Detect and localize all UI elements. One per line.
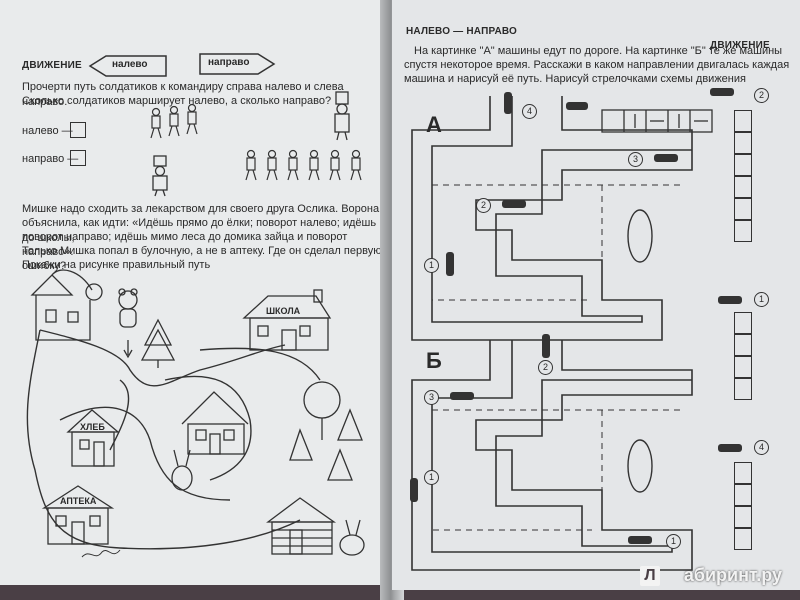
- right-task-line1: На картинке "А" машины едут по дороге. Н…: [414, 45, 783, 57]
- strip1-cell[interactable]: [734, 198, 752, 220]
- forest-icon: [289, 381, 363, 481]
- label-right-count: направо —: [22, 153, 79, 165]
- school-sign: ШКОЛА: [266, 306, 301, 316]
- donkey-house-icon: [30, 269, 103, 341]
- car-a2top-icon: [566, 102, 588, 110]
- right-title: НАЛЕВО — НАПРАВО: [406, 26, 518, 37]
- soldiers-left-icon: [150, 103, 198, 139]
- cars-icon: [410, 88, 742, 544]
- soldiers-right-icon: [245, 149, 362, 181]
- rabbit-house-icon: [181, 391, 249, 455]
- strip2-cell[interactable]: [734, 356, 752, 378]
- car-number-1-b: 1: [424, 470, 439, 485]
- left-page: ДВИЖЕНИЕ: [0, 0, 388, 585]
- rabbit-icon: [171, 449, 193, 491]
- car-b1-icon: [410, 478, 418, 502]
- watermark-text: абиринт.ру: [683, 565, 782, 585]
- left-header: ДВИЖЕНИЕ: [22, 60, 82, 71]
- car-number-1: 1: [424, 258, 439, 273]
- car-number-2: 2: [476, 198, 491, 213]
- car-number-2-strip: 2: [754, 88, 769, 103]
- commander-icon-2: [152, 155, 168, 197]
- car-b-right-icon: [718, 296, 742, 304]
- strip3-cell[interactable]: [734, 462, 752, 484]
- labirint-logo-icon: Л: [640, 566, 660, 586]
- car-b4-icon: [628, 536, 652, 544]
- car-number-1-b2: 1: [666, 534, 681, 549]
- direction-strip-icon: [601, 109, 713, 133]
- pharmacy-building-icon: [41, 485, 115, 545]
- strip2-cell[interactable]: [734, 378, 752, 400]
- strip1-cell[interactable]: [734, 176, 752, 198]
- school-building-icon: [242, 289, 332, 351]
- task2-line3: поворот направо; идёшь мимо леса до доми…: [22, 231, 348, 258]
- right-header: ДВИЖЕНИЕ: [710, 40, 770, 51]
- road-b-dashes-icon: [431, 409, 682, 531]
- car-number-4: 4: [522, 104, 537, 119]
- signature-icon: [81, 549, 121, 558]
- strip3-cell[interactable]: [734, 484, 752, 506]
- island-a-icon: [627, 209, 653, 263]
- strip3-cell[interactable]: [734, 528, 752, 550]
- task1-line1: Прочерти путь солдатиков к командиру спр…: [22, 81, 344, 108]
- sign-right-label: направо: [208, 57, 250, 68]
- sign-left-label: налево: [112, 59, 148, 70]
- pharmacy-sign: АПТЕКА: [60, 496, 97, 506]
- log-cabin-icon: [266, 497, 337, 555]
- car-number-3: 3: [628, 152, 643, 167]
- car-a2-icon: [502, 200, 526, 208]
- strip1-cell[interactable]: [734, 110, 752, 132]
- car-number-2-b: 2: [538, 360, 553, 375]
- car-a1-icon: [446, 252, 454, 276]
- answer-box-left[interactable]: [70, 122, 86, 138]
- car-b2-icon: [542, 334, 550, 358]
- car-a4-icon: [504, 92, 512, 114]
- right-arrow-sign-icon: [199, 53, 276, 75]
- bakery-sign: ХЛЕБ: [80, 422, 105, 432]
- car-number-4-strip: 4: [754, 440, 769, 455]
- task2-line2: объяснила, как идти: «Идёшь прямо до ёлк…: [22, 217, 377, 244]
- island-b-icon: [627, 439, 653, 493]
- answer-box-right[interactable]: [70, 150, 86, 166]
- donkey-icon: [339, 519, 365, 556]
- strip2-cell[interactable]: [734, 312, 752, 334]
- car-b-right2-icon: [718, 444, 742, 452]
- fir-tree-icon: [140, 318, 176, 368]
- car-a3-icon: [654, 154, 678, 162]
- task1-line2: Сколько солдатиков марширует налево, а с…: [22, 95, 332, 107]
- strip3-cell[interactable]: [734, 506, 752, 528]
- strip1-cell[interactable]: [734, 220, 752, 242]
- task2-line4: Только Мишка попал в булочную, а не в ап…: [22, 245, 382, 272]
- right-task-line2: спустя некоторое время. Расскажи в каком…: [404, 59, 790, 71]
- label-left-count: налево —: [22, 125, 73, 137]
- task2-line1: Мишке надо сходить за лекарством для сво…: [22, 203, 380, 215]
- left-illustrations: [26, 53, 365, 558]
- maze-path-icon: [26, 329, 321, 550]
- commander-icon: [334, 91, 350, 141]
- car-number-3-b: 3: [424, 390, 439, 405]
- left-arrow-sign-icon: [88, 55, 167, 77]
- car-a-right-icon: [710, 88, 734, 96]
- strip2-cell[interactable]: [734, 334, 752, 356]
- car-b3-icon: [450, 392, 474, 400]
- bakery-building-icon: [66, 409, 120, 467]
- right-page: НАЛЕВО — НАПРАВО ДВИЖЕНИЕ На картинке "А…: [392, 0, 800, 590]
- map-label-a: А: [426, 112, 442, 137]
- task2-line5: Покажи на рисунке правильный путь: [22, 259, 211, 271]
- road-map-a-icon: [411, 96, 693, 341]
- strip1-cell[interactable]: [734, 132, 752, 154]
- road-map-b-icon: [411, 340, 693, 571]
- right-task-line3: машина и нарисуй её путь. Нарисуй стрело…: [404, 73, 746, 85]
- map-label-b: Б: [426, 348, 442, 373]
- strip1-cell[interactable]: [734, 154, 752, 176]
- car-number-1-strip: 1: [754, 292, 769, 307]
- road-a-dashes-icon: [431, 184, 682, 301]
- bear-icon: [118, 288, 138, 359]
